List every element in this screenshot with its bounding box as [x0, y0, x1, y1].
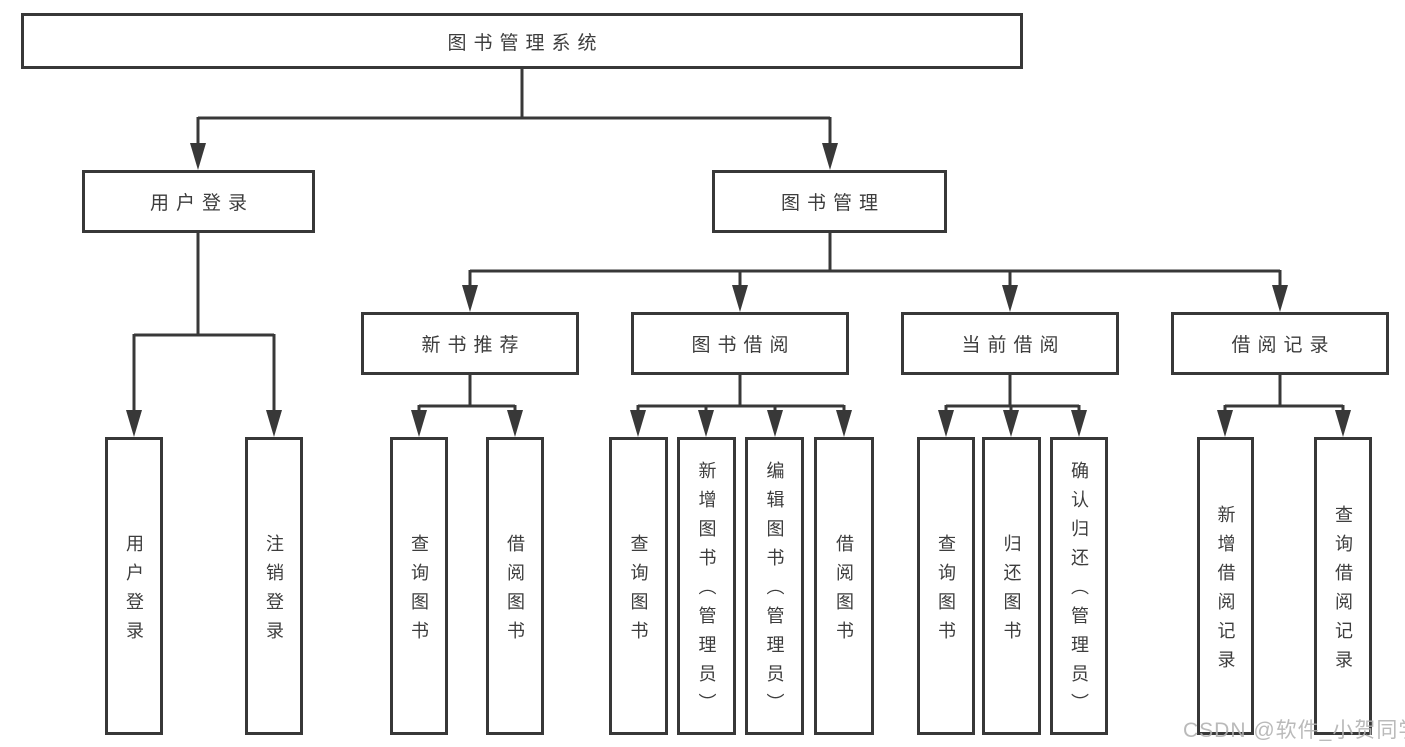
leaf-user-login-label: 用户登录 [124, 533, 144, 650]
node-root-system: 图书管理系统 [21, 13, 1023, 69]
node-current-borrow-label: 当前借阅 [961, 335, 1066, 356]
leaf-br-query-record: 查询借阅记录 [1314, 437, 1372, 735]
leaf-cb-confirm-return-admin: 确认归还（管理员） [1050, 437, 1108, 735]
connector-borrow-records-to-leaves [1217, 375, 1351, 437]
node-borrow-records: 借阅记录 [1171, 312, 1389, 375]
connector-book-borrow-to-leaves [630, 375, 852, 437]
leaf-bb-add-books-admin: 新增图书（管理员） [677, 437, 736, 735]
leaf-nbr-borrow-books-label: 借阅图书 [505, 533, 525, 650]
leaf-bb-edit-books-admin-label: 编辑图书（管理员） [764, 461, 785, 722]
connector-current-borrow-to-leaves [938, 375, 1087, 437]
leaf-cb-return-books: 归还图书 [982, 437, 1041, 735]
leaf-nbr-query-books: 查询图书 [390, 437, 448, 735]
leaf-nbr-query-books-label: 查询图书 [409, 533, 429, 650]
node-new-book-rec-label: 新书推荐 [421, 335, 526, 356]
leaf-logout-label: 注销登录 [264, 533, 284, 650]
leaf-cb-confirm-return-admin-label: 确认归还（管理员） [1069, 461, 1089, 722]
leaf-cb-query-books-label: 查询图书 [936, 533, 956, 650]
csdn-watermark: CSDN @软件_小贺同学 [1183, 719, 1405, 742]
leaf-logout: 注销登录 [245, 437, 303, 735]
leaf-cb-return-books-label: 归还图书 [1001, 533, 1022, 650]
node-user-login-label: 用户登录 [149, 193, 254, 214]
leaf-user-login: 用户登录 [105, 437, 163, 735]
node-book-mgmt: 图书管理 [712, 170, 947, 233]
leaf-bb-borrow-books-label: 借阅图书 [834, 533, 854, 650]
leaf-br-add-record: 新增借阅记录 [1197, 437, 1254, 735]
connector-book-mgmt-to-level3 [462, 233, 1288, 312]
leaf-bb-borrow-books: 借阅图书 [814, 437, 874, 735]
node-current-borrow: 当前借阅 [901, 312, 1119, 375]
node-user-login: 用户登录 [82, 170, 315, 233]
node-book-mgmt-label: 图书管理 [780, 193, 885, 214]
leaf-cb-query-books: 查询图书 [917, 437, 975, 735]
leaf-bb-edit-books-admin: 编辑图书（管理员） [745, 437, 804, 735]
node-book-borrow: 图书借阅 [631, 312, 849, 375]
node-root-system-label: 图书管理系统 [447, 32, 604, 54]
leaf-bb-add-books-admin-label: 新增图书（管理员） [696, 461, 717, 722]
leaf-bb-query-books-label: 查询图书 [628, 533, 649, 650]
connector-user-login-to-leaves [126, 233, 282, 437]
leaf-br-add-record-label: 新增借阅记录 [1215, 504, 1236, 679]
leaf-br-query-record-label: 查询借阅记录 [1333, 504, 1353, 679]
leaf-nbr-borrow-books: 借阅图书 [486, 437, 544, 735]
connector-root-to-level2 [190, 69, 838, 170]
node-borrow-records-label: 借阅记录 [1231, 335, 1336, 356]
node-book-borrow-label: 图书借阅 [691, 335, 796, 356]
node-new-book-rec: 新书推荐 [361, 312, 579, 375]
connector-new-book-rec-to-leaves [411, 375, 523, 437]
leaf-bb-query-books: 查询图书 [609, 437, 668, 735]
